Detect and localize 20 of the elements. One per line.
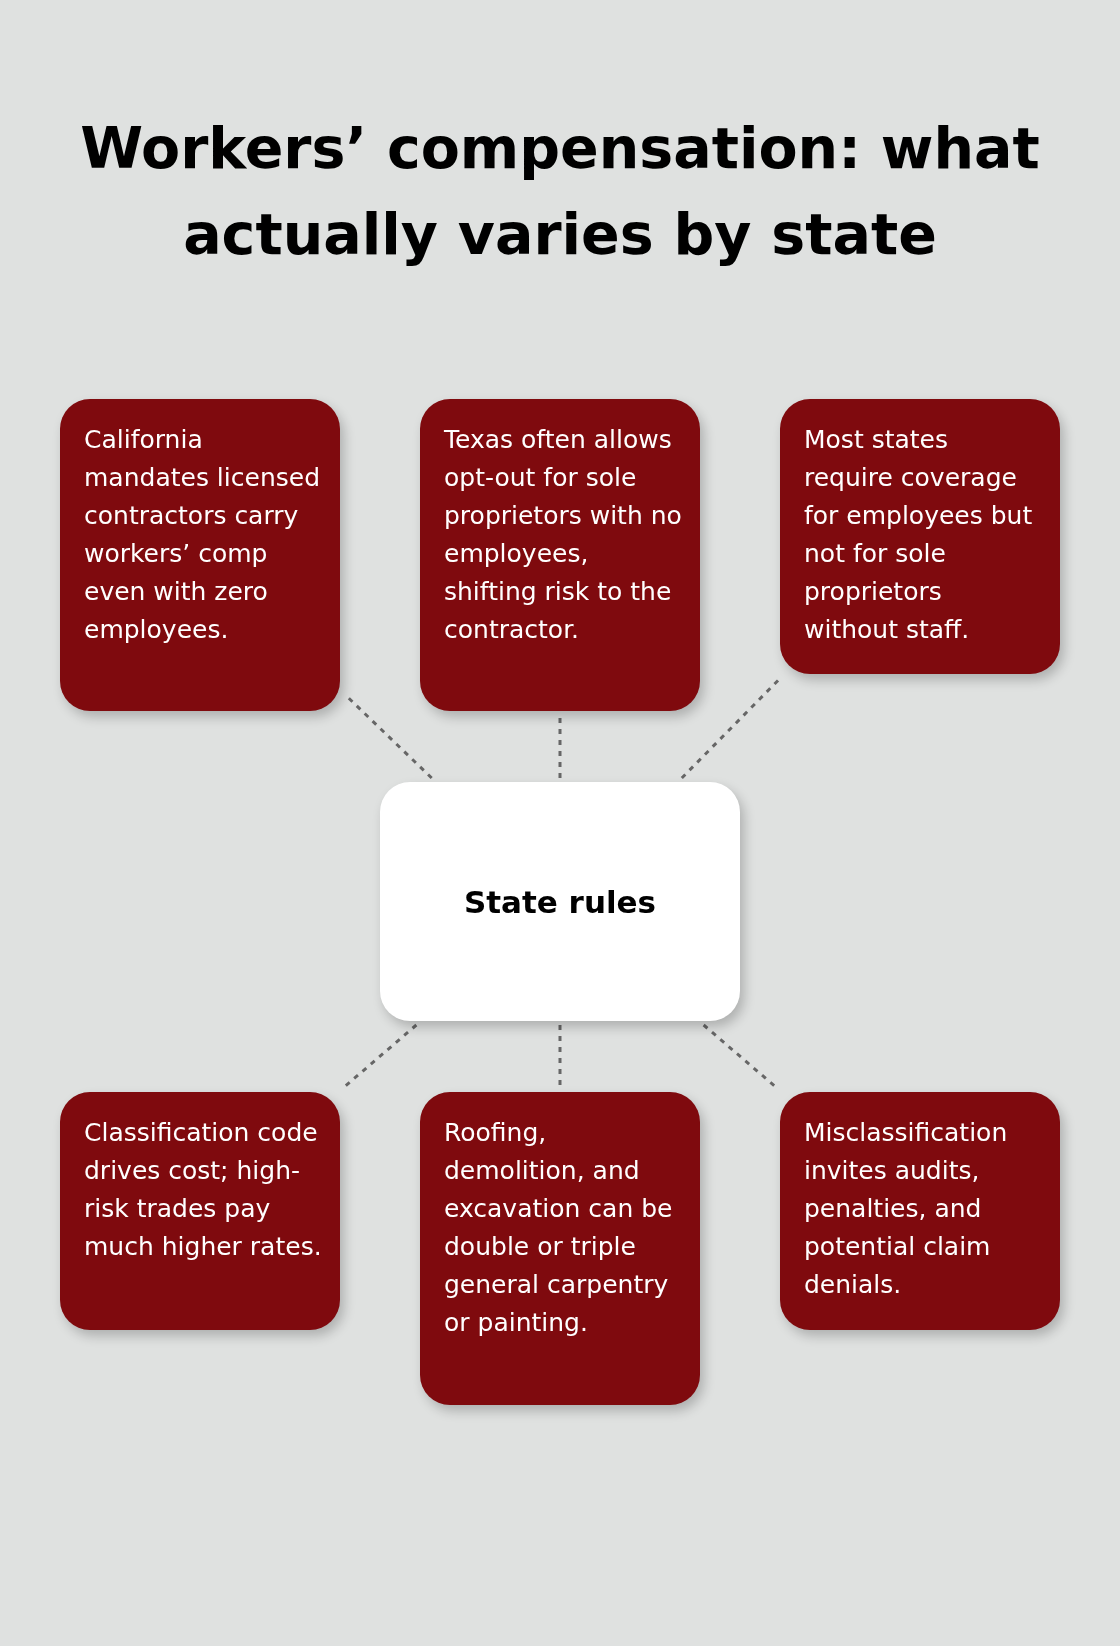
card-text: Misclassification invites audits, penalties, and potential claim denials.: [804, 1117, 1009, 1301]
info-card: [60, 399, 340, 711]
connector-line: [558, 1025, 562, 1086]
card-text: Texas often allows opt-out for sole proprietors with no employees, shifting risk to the contractor.: [444, 424, 682, 646]
card-text: Most states require coverage for employees but not for sole proprietors without staff.: [804, 424, 1034, 646]
info-card: [780, 399, 1060, 674]
connector-line: [344, 1023, 418, 1088]
card-text: Classification code drives cost; high-risk trades pay much higher rates.: [84, 1117, 322, 1263]
connector-line: [702, 1023, 776, 1088]
center-label: State rules: [463, 882, 657, 921]
info-card: [420, 399, 700, 711]
connector-line: [680, 678, 780, 780]
card-text: Roofing, demolition, and excavation can be double or triple general carpentry or painting.: [444, 1117, 674, 1339]
info-card: [420, 1092, 700, 1405]
info-card: [780, 1092, 1060, 1330]
card-text: California mandates licensed contractors carry workers’ comp even with zero employees.: [84, 424, 321, 646]
connector-line: [558, 717, 562, 778]
title: Workers’ compensation: what actually varies by state: [79, 114, 1041, 269]
center-box: [380, 782, 740, 1021]
info-card: [60, 1092, 340, 1330]
